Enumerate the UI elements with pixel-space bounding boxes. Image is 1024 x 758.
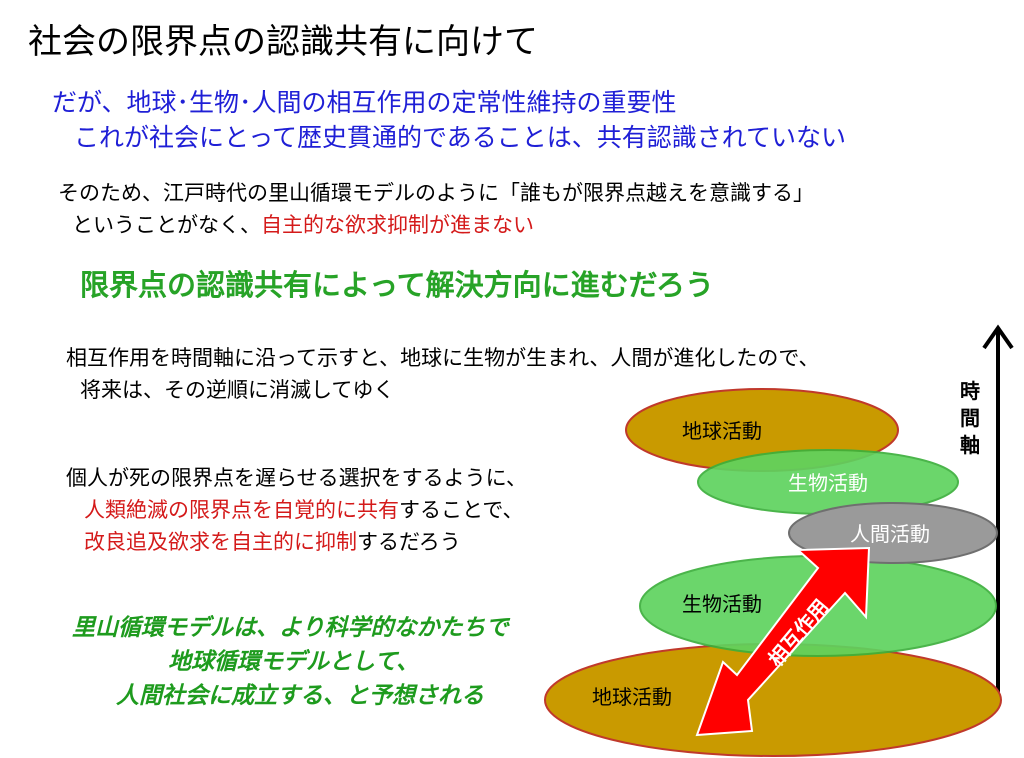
human-label: 人間活動 [850, 522, 930, 546]
reason-line-1: そのため、江戸時代の里山循環モデルのように「誰もが限界点越えを意識する」 [58, 181, 814, 205]
page-title: 社会の限界点の認識共有に向けて [28, 22, 538, 62]
timeline-text-line-2: 将来は、その逆順に消滅してゆく [80, 378, 395, 402]
analogy-line-3-plain: するだろう [357, 530, 461, 554]
reason-line-2-red: 自主的な欲求抑制が進まない [261, 213, 534, 237]
analogy-line-2: 人類絶滅の限界点を自覚的に共有することで、 [84, 494, 524, 526]
analogy-line-3-red: 改良追及欲求を自主的に抑制 [84, 530, 357, 554]
headline: 限界点の認識共有によって解決方向に進むだろう [80, 268, 714, 302]
reason-line-2: ということがなく、自主的な欲求抑制が進まない [72, 210, 534, 240]
intro-line-2: これが社会にとって歴史貫通的であることは、共有認識されていない [74, 123, 847, 152]
analogy-line-1: 個人が死の限界点を遅らせる選択をするように、 [66, 466, 527, 490]
analogy-line-2-plain: することで、 [399, 498, 524, 522]
timeline-text-line-1: 相互作用を時間軸に沿って示すと、地球に生物が生まれ、人間が進化したので、 [66, 346, 820, 370]
interaction-arrow [695, 546, 871, 737]
bottom-bio-label: 生物活動 [682, 592, 762, 616]
analogy-line-3: 改良追及欲求を自主的に抑制するだろう [84, 526, 461, 558]
prediction-line-1: 里山循環モデルは、より科学的なかたちで [72, 615, 509, 641]
top-earth-label: 地球活動 [682, 419, 762, 443]
time-axis-arrowhead [982, 324, 1014, 350]
prediction-line-2: 地球循環モデルとして、 [168, 649, 420, 675]
top-bio-label: 生物活動 [788, 471, 868, 495]
reason-line-2-plain: ということがなく、 [72, 213, 261, 237]
analogy-line-2-red: 人類絶滅の限界点を自覚的に共有 [84, 498, 399, 522]
axis-label-char-3: 軸 [960, 433, 980, 457]
bottom-earth-label: 地球活動 [592, 685, 672, 709]
axis-label-char-1: 時 [960, 379, 980, 403]
axis-label-char-2: 間 [960, 406, 980, 430]
prediction-line-3: 人間社会に成立する、と予想される [116, 683, 484, 709]
intro-line-1: だが、地球･生物･人間の相互作用の定常性維持の重要性 [52, 88, 677, 117]
